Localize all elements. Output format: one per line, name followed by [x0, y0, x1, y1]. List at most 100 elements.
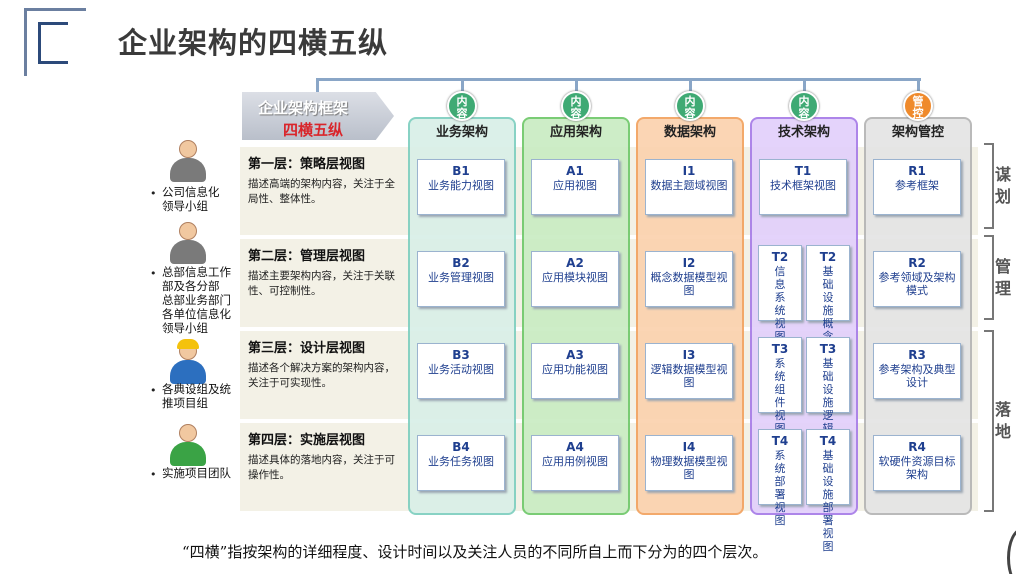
view-name: 业务能力视图 [428, 179, 494, 192]
view-code: T3 [771, 342, 789, 356]
role-bullet: • [150, 267, 157, 280]
view-name: 数据主题域视图 [650, 179, 728, 192]
view-code: A4 [566, 440, 584, 454]
view-code: T4 [819, 434, 837, 448]
column-badge-business: 内容 [447, 91, 477, 121]
tree-branch [803, 78, 806, 92]
column-badge-data: 内容 [675, 91, 705, 121]
role-text: 各单位信息化 [162, 307, 231, 321]
column-header-governance: 架构管控 [891, 125, 944, 140]
view-name: 应用用例视图 [542, 455, 608, 468]
column-header-application: 应用架构 [549, 125, 602, 140]
column-badge-governance: 管控 [903, 91, 933, 121]
role-bullet: • [150, 187, 157, 200]
framework-subtitle: 四横五纵 [283, 121, 344, 139]
layer-description: 描述具体的落地内容，关注于可操作性。 [248, 454, 395, 481]
side-bracket [984, 235, 994, 320]
view-code: T1 [794, 164, 812, 178]
person-icon [170, 339, 206, 386]
role-text: 部及各分部 [162, 279, 220, 293]
layer-title: 第三层：设计层视图 [248, 341, 366, 356]
tree-branch [461, 78, 464, 92]
column-header-data: 数据架构 [663, 125, 716, 140]
role-text: 公司信息化 [162, 185, 220, 199]
view-name: 业务任务视图 [428, 455, 494, 468]
role-text: 实施项目团队 [162, 466, 231, 480]
view-card: T3系统组件视图 [758, 337, 802, 435]
view-code: R3 [908, 348, 926, 362]
person-icon [170, 424, 206, 468]
view-code: I2 [682, 256, 696, 270]
view-name: 参考架构及典型设计 [878, 363, 956, 389]
framework-title: 企业架构框架 [258, 99, 349, 117]
tree-branch [917, 78, 920, 92]
view-code: B1 [452, 164, 470, 178]
tree-branch [575, 78, 578, 92]
edge-decoration [1007, 528, 1016, 574]
person-icon [170, 140, 206, 184]
view-code: A2 [566, 256, 584, 270]
view-card: T3基础设施逻辑视图 [806, 337, 850, 461]
side-label: 落地 [995, 400, 1012, 441]
tree-branch [689, 78, 692, 92]
view-code: R4 [908, 440, 926, 454]
layer-title: 第四层：实施层视图 [248, 433, 366, 448]
column-badge-application: 内容 [561, 91, 591, 121]
framework-banner [242, 92, 394, 140]
column-header-business: 业务架构 [435, 125, 488, 140]
view-code: T2 [819, 250, 837, 264]
view-code: I4 [682, 440, 696, 454]
view-name: 系统组件视图 [774, 357, 786, 435]
view-code: A3 [566, 348, 584, 362]
role-text: 推项目组 [162, 396, 208, 410]
footer-note: “四横”指按架构的详细程度、设计时间以及关注人员的不同所自上而下分为的四个层次。 [182, 543, 768, 561]
view-card: T2信息系统视图 [758, 245, 802, 343]
view-code: T3 [819, 342, 837, 356]
layer-description: 描述各个解决方案的架构内容，关注于可实现性。 [248, 362, 395, 389]
view-name: 系统部署视图 [774, 449, 786, 527]
view-code: R1 [908, 164, 926, 178]
tree-branch [316, 78, 319, 94]
corner-logo [24, 8, 94, 78]
view-code: T4 [771, 434, 789, 448]
view-name: 物理数据模型视图 [650, 455, 728, 481]
view-code: A1 [566, 164, 584, 178]
view-name: 应用模块视图 [542, 271, 608, 284]
side-label: 管理 [995, 256, 1012, 298]
role-bullet: • [150, 384, 157, 397]
view-code: T2 [771, 250, 789, 264]
view-name: 应用功能视图 [542, 363, 608, 376]
page-title: 企业架构的四横五纵 [118, 26, 389, 60]
view-name: 参考框架 [895, 179, 939, 192]
side-label: 谋划 [995, 165, 1012, 206]
role-text: 总部业务部门 [162, 293, 231, 307]
role-text: 领导小组 [162, 199, 208, 213]
layer-description: 描述主要架构内容，关注于关联性、可控制性。 [248, 270, 395, 297]
view-name: 应用视图 [553, 179, 597, 192]
view-name: 技术框架视图 [770, 179, 836, 192]
layer-title: 第一层：策略层视图 [248, 157, 366, 172]
view-code: B3 [452, 348, 470, 362]
column-badge-technology: 内容 [789, 91, 819, 121]
view-name: 参考领域及架构模式 [878, 271, 956, 297]
view-name: 软硬件资源目标架构 [878, 455, 956, 481]
role-text: 领导小组 [162, 321, 208, 335]
role-text: 总部信息工作 [162, 265, 231, 279]
